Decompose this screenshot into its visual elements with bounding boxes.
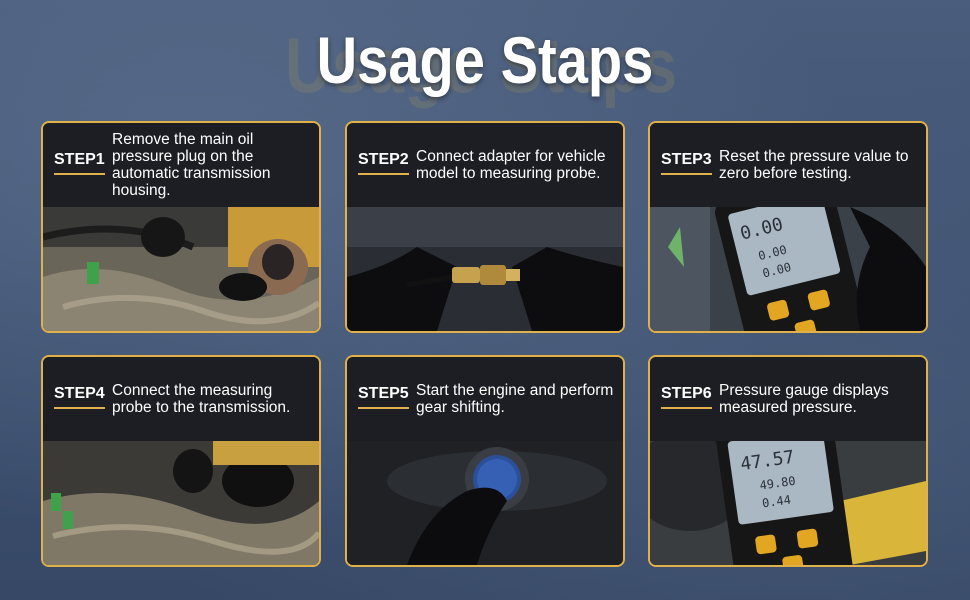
- step-label: STEP1: [54, 151, 105, 175]
- step-label: STEP4: [54, 385, 105, 409]
- svg-text:0.44: 0.44: [761, 493, 792, 511]
- step-description: Pressure gauge displays measured pressur…: [719, 382, 889, 416]
- step-card-5: STEP5 Start the engine and perform gear …: [345, 355, 625, 567]
- step-description: Connect adapter for vehicle model to mea…: [416, 148, 606, 182]
- step-header: STEP6 Pressure gauge displays measured p…: [650, 357, 926, 441]
- step-card-4: STEP4 Connect the measuring probe to the…: [41, 355, 321, 567]
- step-description: Reset the pressure value to zero before …: [719, 148, 909, 182]
- step-label: STEP6: [661, 385, 712, 409]
- step-header: STEP4 Connect the measuring probe to the…: [43, 357, 319, 441]
- start-button-photo: [347, 441, 623, 565]
- step-header: STEP3 Reset the pressure value to zero b…: [650, 123, 926, 207]
- svg-text:0.00: 0.00: [761, 260, 792, 281]
- step-label: STEP2: [358, 151, 409, 175]
- step-header: STEP5 Start the engine and perform gear …: [347, 357, 623, 441]
- step-card-1: STEP1 Remove the main oil pressure plug …: [41, 121, 321, 333]
- step-description: Connect the measuring probe to the trans…: [112, 382, 291, 416]
- step-label: STEP5: [358, 385, 409, 409]
- step-description: Start the engine and perform gear shifti…: [416, 382, 614, 416]
- gauge-reading-photo: 47.57 49.80 0.44: [650, 441, 926, 565]
- svg-text:0.00: 0.00: [757, 243, 788, 264]
- page-title: Usage Staps: [316, 23, 654, 97]
- engine-bay-photo: [43, 441, 319, 565]
- step-card-2: STEP2 Connect adapter for vehicle model …: [345, 121, 625, 333]
- step-description: Remove the main oil pressure plug on the…: [112, 131, 271, 199]
- adapter-photo: [347, 207, 623, 331]
- step-header: STEP1 Remove the main oil pressure plug …: [43, 123, 319, 207]
- step-card-6: 47.57 49.80 0.44 STEP6 Pressure gauge di…: [648, 355, 928, 567]
- gauge-zero-photo: 0.00 0.00 0.00: [650, 207, 926, 331]
- step-label: STEP3: [661, 151, 712, 175]
- step-header: STEP2 Connect adapter for vehicle model …: [347, 123, 623, 207]
- svg-text:49.80: 49.80: [759, 474, 797, 493]
- step-card-3: 0.00 0.00 0.00 STEP3 Reset the pressure …: [648, 121, 928, 333]
- engine-bay-photo: [43, 207, 319, 331]
- background-ghost-title: Usage Steps: [285, 21, 678, 109]
